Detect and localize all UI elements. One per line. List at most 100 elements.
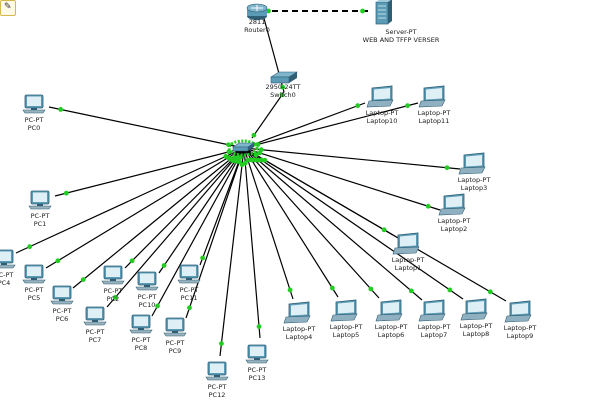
link-hub-pc0	[48, 106, 245, 149]
laptop-icon	[418, 299, 446, 322]
link-switch0-hub	[251, 91, 285, 139]
device-label: Laptop-PT	[330, 323, 363, 331]
port-status-dot	[355, 103, 361, 109]
device-label: Laptop-PT	[504, 324, 537, 332]
note-icon[interactable]: ✎	[0, 0, 16, 16]
device-label: Laptop-PT	[438, 217, 471, 225]
link-hub-pc6	[72, 147, 245, 289]
device-label: PC10	[139, 301, 156, 309]
link-hub-pc7	[106, 147, 245, 308]
port-status-dot	[262, 157, 268, 163]
device-label: PC-PT	[166, 339, 185, 347]
link-hub-laptop3	[243, 147, 461, 170]
port-status-dot	[230, 158, 236, 164]
link-hub-pc11	[199, 147, 245, 266]
pc-icon	[83, 306, 107, 326]
link-hub-laptop7	[243, 147, 423, 301]
device-label: Laptop-PT	[392, 256, 425, 264]
device-label: PC8	[135, 344, 148, 352]
device-label: PC0	[28, 124, 41, 132]
pc-icon	[135, 271, 159, 291]
device-label: PC1	[34, 220, 47, 228]
port-status-dot	[425, 203, 431, 209]
link-hub-laptop2	[243, 147, 441, 211]
device-label: Laptop10	[367, 117, 398, 125]
device-label: PC7	[89, 336, 102, 344]
link-hub-pc13	[243, 147, 261, 339]
link-hub-pc10	[158, 147, 245, 274]
device-label: PC-PT	[0, 271, 13, 279]
device-label: PC9	[169, 347, 182, 355]
device-label: WEB AND TFFP VERSER	[363, 36, 440, 44]
port-status-dot	[112, 295, 118, 300]
device-label: PC5	[28, 294, 41, 302]
device-label: Laptop9	[507, 332, 534, 340]
device-pc4[interactable]: PC-PTPC4	[0, 249, 16, 287]
device-label: PC-PT	[25, 286, 44, 294]
link-hub-laptop6	[243, 147, 380, 299]
pc-icon	[163, 317, 187, 337]
port-status-dot	[187, 305, 192, 311]
device-label: Switch0	[270, 91, 296, 99]
port-status-dot	[266, 8, 271, 14]
port-status-dot	[219, 341, 224, 346]
port-status-dot	[255, 142, 261, 147]
port-status-dot	[381, 227, 387, 233]
device-label: Laptop3	[461, 184, 488, 192]
port-status-dot	[226, 149, 232, 155]
device-hub[interactable]	[227, 139, 259, 157]
device-label: PC12	[209, 391, 226, 399]
link-hub-pc2	[124, 147, 245, 269]
port-status-dot	[27, 244, 33, 250]
device-label: Laptop4	[286, 333, 313, 341]
port-status-dot	[252, 157, 258, 163]
laptop-icon	[392, 232, 420, 255]
device-label: PC-PT	[31, 212, 50, 220]
device-label: Laptop11	[419, 117, 450, 125]
device-label: 2950-24TT	[266, 83, 301, 91]
device-label: PC4	[0, 279, 10, 287]
router-icon	[246, 3, 268, 20]
link-hub-pc1	[54, 147, 245, 197]
port-status-dot	[360, 8, 365, 14]
pc-icon	[22, 94, 46, 114]
device-label: Server-PT	[385, 28, 416, 36]
device-label: Laptop-PT	[375, 323, 408, 331]
device-label: Laptop-PT	[458, 176, 491, 184]
port-status-dot	[253, 152, 259, 158]
port-status-dot	[129, 258, 135, 264]
port-status-dot	[259, 157, 264, 163]
device-label: Laptop1	[395, 264, 422, 272]
device-label: Laptop8	[463, 330, 490, 338]
device-label: Laptop2	[441, 225, 468, 233]
port-status-dot	[58, 107, 64, 112]
